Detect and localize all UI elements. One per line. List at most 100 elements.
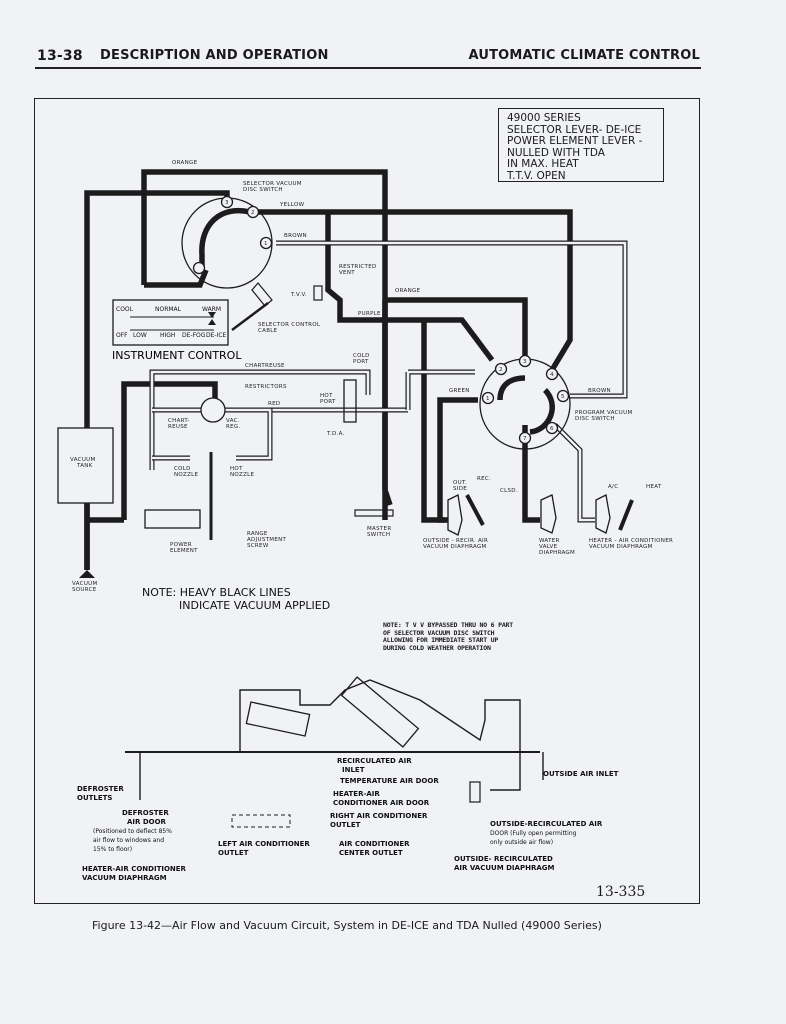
ic-high: HIGH — [160, 332, 175, 339]
white-hose — [522, 425, 540, 523]
label-cold-nozzle-2: NOZZLE — [174, 472, 199, 478]
info-line: POWER ELEMENT LEVER - — [507, 135, 643, 147]
label-cold-nozzle-1: COLD — [174, 466, 191, 472]
label-water-valve-2: VALVE — [539, 544, 558, 550]
label-outside-recirc-door-2: DOOR (Fully open permitting — [490, 830, 577, 837]
power-element — [144, 509, 201, 529]
label-tvv: T.V.V. — [290, 292, 307, 298]
label-outside-1: OUT. — [453, 480, 467, 486]
label-red: RED — [268, 401, 280, 407]
label-cold-port-1: COLD — [353, 353, 370, 359]
label-heater-ac-diaphragm-2: VACUUM DIAPHRAGM — [82, 874, 167, 882]
info-line: 49000 SERIES — [507, 112, 581, 124]
label-program-switch-2: DISC SWITCH — [575, 416, 615, 422]
figure-caption: Figure 13-42—Air Flow and Vacuum Circuit… — [92, 919, 602, 932]
label-defroster-note-1: (Positioned to deflect 85% — [93, 828, 172, 835]
label-defroster-outlets-1: DEFROSTER — [77, 785, 124, 793]
label-outside-air-inlet: OUTSIDE AIR INLET — [543, 770, 619, 778]
label-range-screw-1: RANGE — [247, 531, 268, 537]
label-ac: A/C — [608, 484, 618, 490]
info-line: SELECTOR LEVER- DE-ICE — [507, 123, 642, 136]
tda-unit — [343, 379, 357, 423]
label-vacuum-source-2: SOURCE — [72, 587, 97, 593]
label-power-element-1: POWER — [170, 542, 192, 548]
svg-text:7: 7 — [523, 436, 527, 442]
label-yellow: YELLOW — [279, 202, 305, 208]
orange-hose-return — [144, 268, 209, 288]
label-heater-ac-door-1: HEATER-AIR — [333, 790, 380, 798]
label-heater-ac-diaphragm-1: HEATER-AIR CONDITIONER — [82, 865, 187, 873]
label-purple: PURPLE — [358, 311, 381, 317]
label-orange-2: ORANGE — [395, 288, 421, 294]
svg-text:1: 1 — [486, 396, 490, 402]
label-vacuum-source-1: VACUUM — [72, 581, 98, 587]
label-vacuum-tank-1: VACUUM — [70, 457, 96, 463]
label-hot-nozzle-1: HOT — [230, 466, 243, 472]
label-restricted-vent-1: RESTRICTED — [339, 264, 377, 270]
figure-frame — [34, 98, 700, 904]
label-brown: BROWN — [284, 233, 307, 239]
label-selector-switch-2: DISC SWITCH — [243, 187, 283, 193]
note-line-2: INDICATE VACUUM APPLIED — [179, 599, 330, 612]
info-line: IN MAX. HEAT — [507, 158, 579, 170]
maroon-hose — [121, 381, 218, 520]
label-water-valve-1: WATER — [539, 538, 560, 544]
label-hot-nozzle-2: NOZZLE — [230, 472, 255, 478]
label-orange: ORANGE — [172, 160, 198, 166]
label-range-screw-3: SCREW — [247, 543, 269, 549]
info-line: NULLED WITH TDA — [507, 146, 605, 159]
label-power-element-2: ELEMENT — [170, 548, 198, 554]
label-temperature-door: TEMPERATURE AIR DOOR — [340, 777, 439, 785]
label-right-ac-outlet-1: RIGHT AIR CONDITIONER — [330, 812, 428, 820]
purple-to-master — [382, 300, 393, 506]
label-hot-port-2: PORT — [320, 399, 336, 405]
label-program-switch-1: PROGRAM VACUUM — [575, 410, 633, 416]
label-defroster-outlets-2: OUTLETS — [77, 794, 112, 802]
header-rule — [35, 67, 701, 69]
info-box: 49000 SERIES SELECTOR LEVER- DE-ICE POWE… — [498, 108, 664, 182]
label-cold-port-2: PORT — [353, 359, 369, 365]
label-green: GREEN — [449, 388, 470, 394]
label-defroster-note-2: air flow to windows and — [93, 837, 164, 844]
program-vacuum-disc-switch: 1 2 3 4 5 6 7 — [479, 354, 571, 450]
label-outside-recirc-diaphragm-1: OUTSIDE- RECIRCULATED — [454, 855, 553, 863]
heavy-vacuum-lines — [84, 169, 573, 570]
label-outside-2: SIDE — [453, 486, 467, 492]
section-title: DESCRIPTION AND OPERATION — [100, 48, 329, 63]
vacuum-source-arrow — [79, 570, 95, 578]
diaphragms — [354, 494, 634, 536]
tvv-note-line: DURING COLD WEATHER OPERATION — [383, 643, 491, 652]
svg-text:2: 2 — [251, 210, 255, 216]
label-master-switch-2: SWITCH — [367, 532, 390, 538]
label-outside-recirc-diaphragm-2: AIR VACUUM DIAPHRAGM — [454, 864, 554, 872]
ic-low: LOW — [133, 332, 147, 339]
label-vac-reg-1: VAC. — [226, 418, 240, 424]
label-selector-switch-1: SELECTOR VACUUM — [243, 181, 302, 187]
label-outside-recirc-door-1: OUTSIDE-RECIRCULATED AIR — [490, 820, 603, 828]
label-water-valve-3: DIAPHRAGM — [539, 550, 575, 556]
tvv-note-line: NOTE: T V V BYPASSED THRU NO 6 PART — [383, 621, 513, 629]
label-left-ac-outlet-2: OUTLET — [218, 849, 249, 857]
tvv-note: NOTE: T V V BYPASSED THRU NO 6 PART OF S… — [383, 621, 513, 652]
label-recirculated-inlet-1: RECIRCULATED AIR — [337, 757, 412, 765]
ic-deice: DE-ICE — [206, 332, 227, 339]
green-hose — [437, 397, 478, 523]
label-defroster-door-2: AIR DOOR — [127, 818, 167, 826]
selector-vacuum-disc-switch: 3 2 1 — [181, 195, 273, 331]
ic-off: OFF — [116, 332, 128, 339]
label-heater-ac-door-2: CONDITIONER AIR DOOR — [333, 799, 430, 807]
info-line: T.T.V. OPEN — [507, 169, 566, 182]
label-outside-recir-2: VACUUM DIAPHRAGM — [423, 544, 487, 550]
svg-text:4: 4 — [550, 372, 554, 378]
label-chart-reuse-1: CHART- — [168, 418, 190, 424]
label-heat: HEAT — [646, 484, 662, 490]
label-brown-2: BROWN — [588, 388, 611, 394]
instrument-control — [112, 299, 229, 346]
label-selector-cable-2: CABLE — [258, 328, 278, 334]
page-number: 13-38 — [37, 48, 83, 64]
label-recirculated-inlet-2: INLET — [342, 766, 365, 774]
svg-text:1: 1 — [264, 241, 268, 247]
svg-text:3: 3 — [523, 359, 527, 365]
label-range-screw-2: ADJUSTMENT — [247, 537, 287, 543]
